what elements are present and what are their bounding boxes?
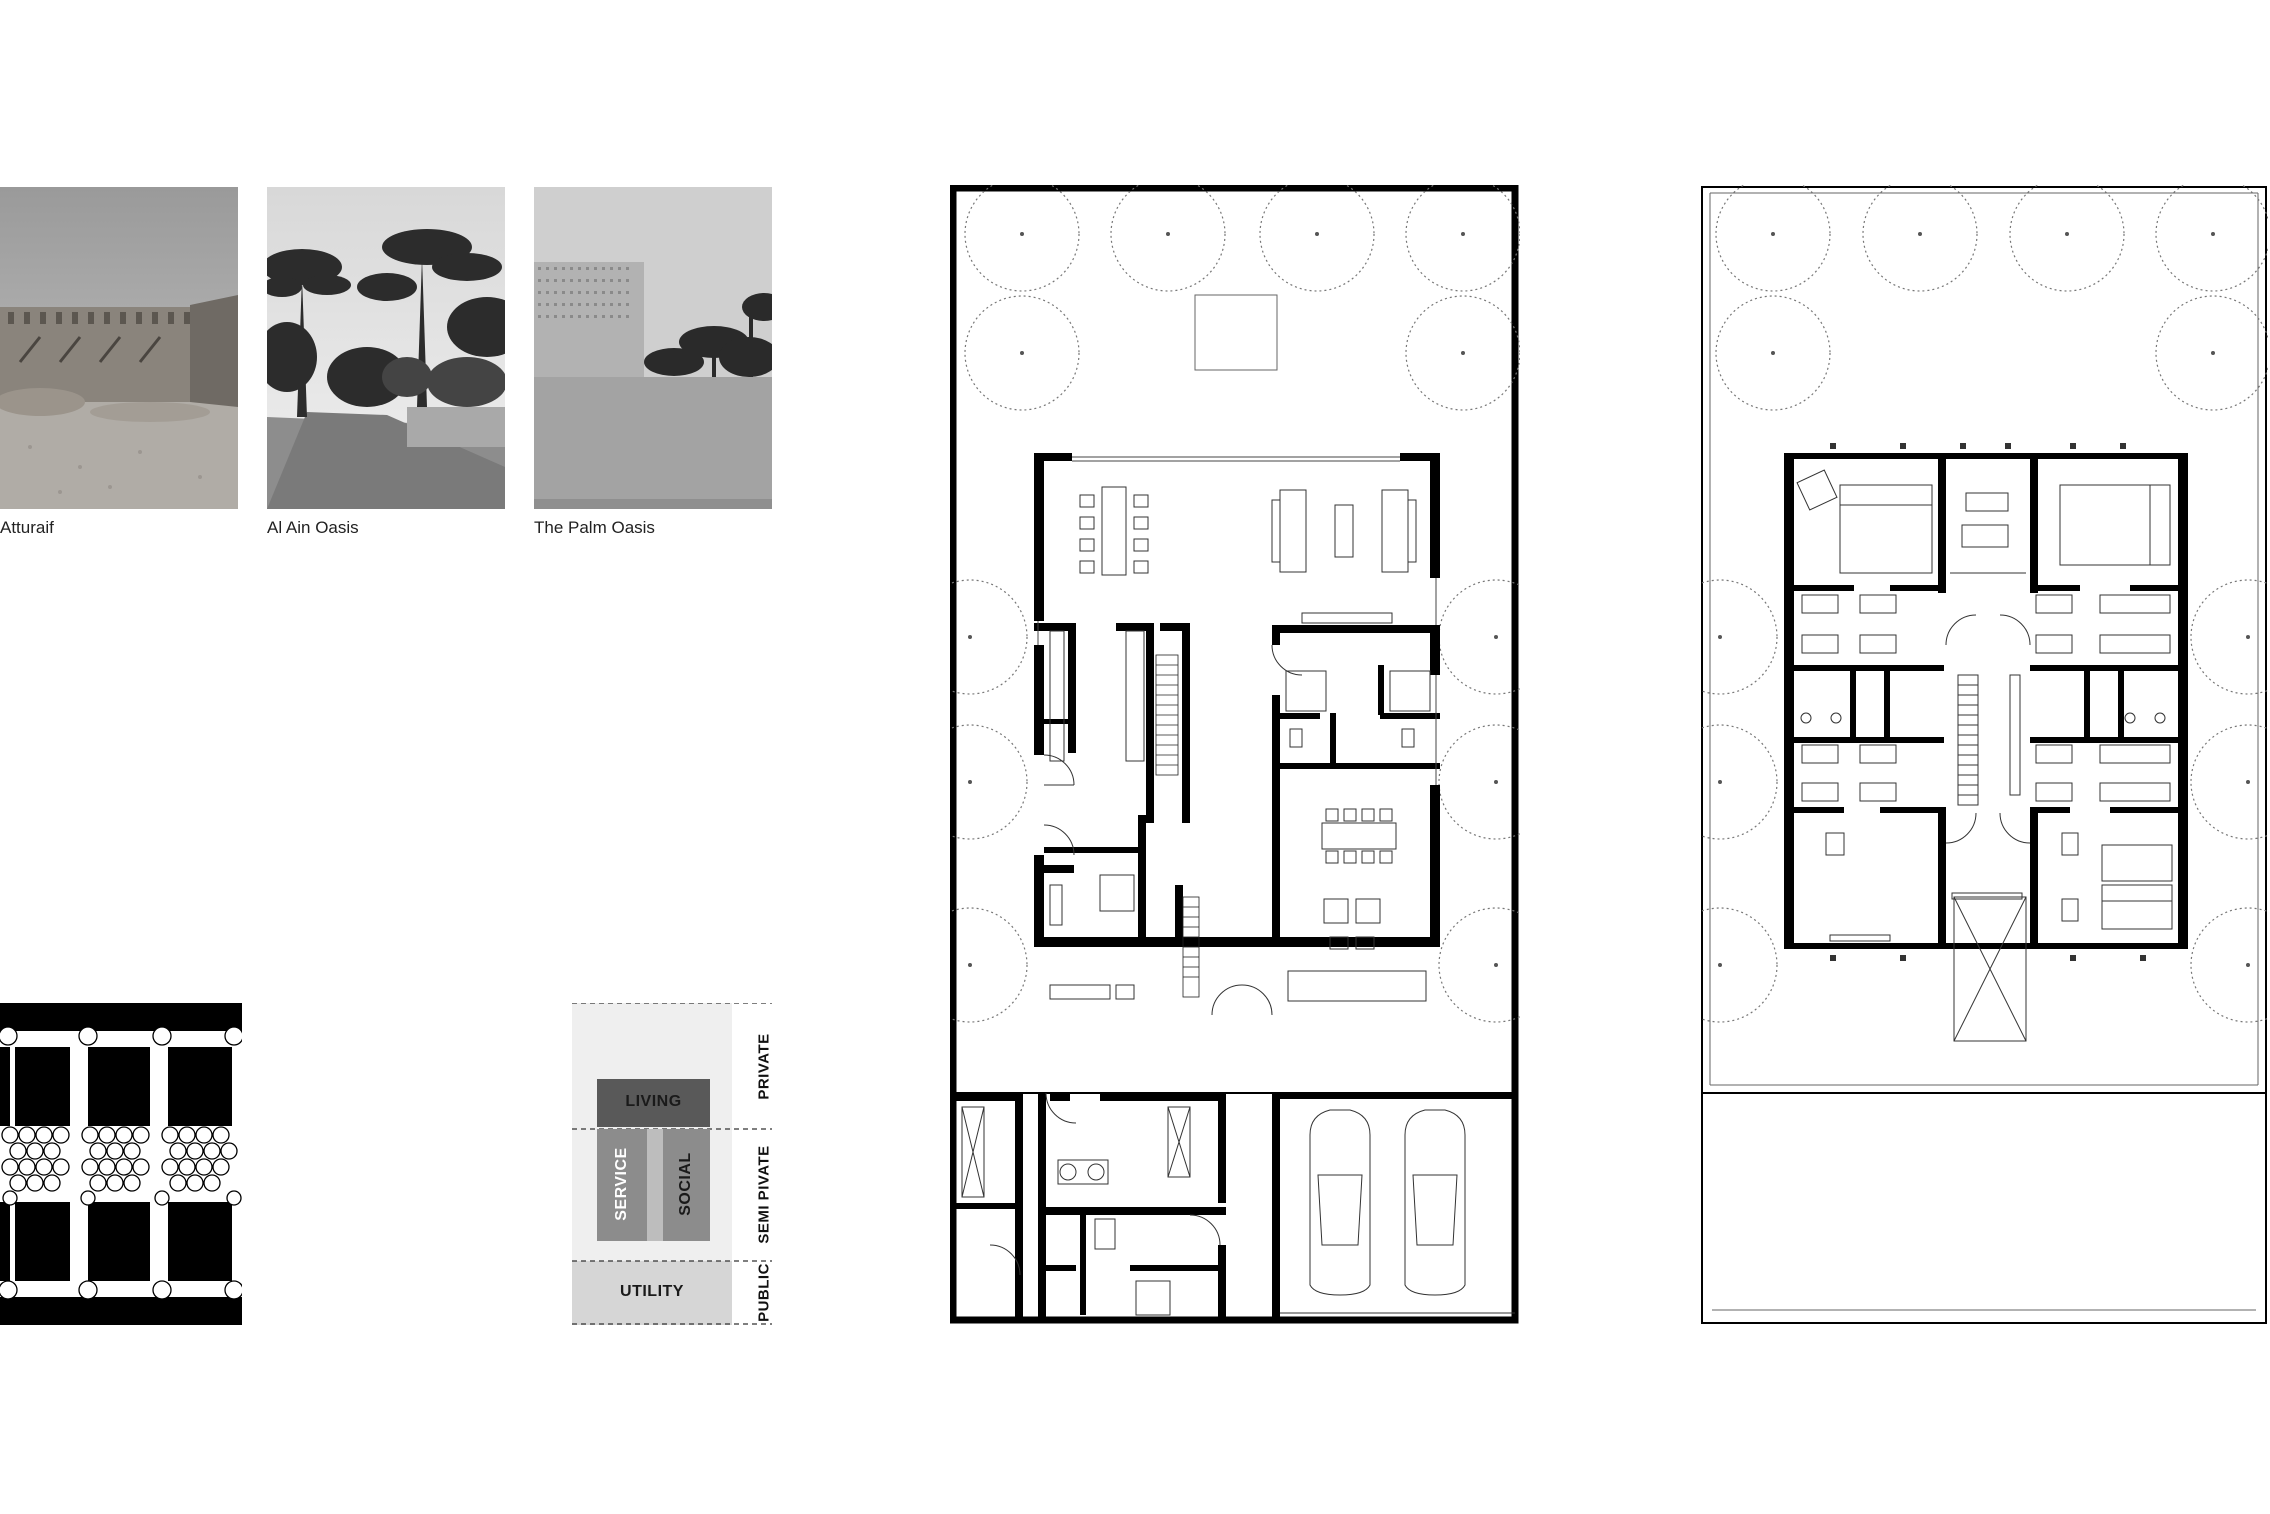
caption-atturaif: Atturaif: [0, 518, 54, 537]
caption-al-ain-oasis: Al Ain Oasis: [267, 518, 359, 537]
zone-public-label: PUBLIC: [755, 1263, 773, 1322]
social-label: SOCIAL: [677, 1152, 694, 1216]
photo-al-ain-oasis: [267, 187, 505, 509]
zoning-diagram: LIVING SERVICE SOCIAL UTILITY PRIVATE SE…: [572, 1003, 773, 1325]
first-floor-plan: [1662, 176, 2270, 1325]
photo-atturaif: [0, 187, 238, 509]
service-label: SERVICE: [613, 1147, 630, 1221]
ground-floor-plan: [912, 176, 1554, 1325]
urban-pattern-diagram: [0, 1003, 244, 1325]
utility-label: UTILITY: [620, 1283, 684, 1300]
zone-semi-private-label: SEMI PIVATE: [755, 1145, 773, 1244]
zone-private-label: PRIVATE: [755, 1033, 773, 1100]
photo-palm-oasis: [534, 187, 772, 509]
caption-palm-oasis: The Palm Oasis: [534, 518, 655, 537]
living-label: LIVING: [625, 1093, 682, 1110]
